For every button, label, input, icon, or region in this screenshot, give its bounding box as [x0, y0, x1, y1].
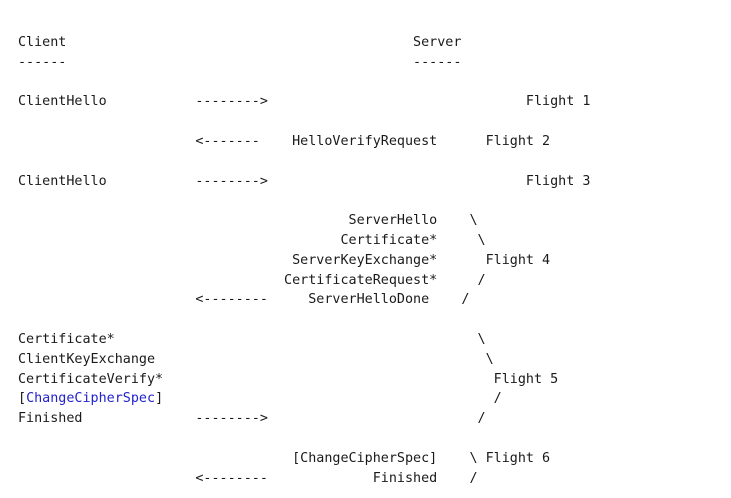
- diagram-text: CertificateVerify* Flight 5: [18, 371, 559, 387]
- diagram-text: ServerHello \: [18, 213, 478, 229]
- diagram-line: ServerKeyExchange* Flight 4: [18, 251, 590, 271]
- diagram-text: Finished --------> /: [18, 411, 486, 427]
- diagram-text: Certificate* \: [18, 331, 486, 347]
- diagram-text: Certificate* \: [18, 232, 486, 248]
- diagram-line: <-------- ServerHelloDone /: [18, 290, 590, 310]
- dtls-handshake-diagram: Client Server ------ ------ ClientHello --…: [18, 33, 590, 488]
- diagram-line: Finished --------> /: [18, 409, 590, 429]
- diagram-line: ClientHello --------> Flight 1: [18, 92, 590, 112]
- diagram-line: [18, 191, 590, 211]
- diagram-line: [18, 73, 590, 93]
- diagram-line: ServerHello \: [18, 211, 590, 231]
- diagram-line: ------ ------: [18, 53, 590, 73]
- diagram-line: [18, 310, 590, 330]
- diagram-text: Client Server: [18, 35, 462, 50]
- diagram-text: <-------- ServerHelloDone /: [18, 292, 470, 308]
- diagram-line: CertificateRequest* /: [18, 271, 590, 291]
- diagram-line: ClientHello --------> Flight 3: [18, 172, 590, 192]
- diagram-text: ------ ------: [18, 54, 462, 70]
- diagram-text: ServerKeyExchange* Flight 4: [18, 252, 551, 268]
- diagram-text: ] /: [155, 391, 502, 407]
- diagram-text: [ChangeCipherSpec] \ Flight 6: [18, 450, 551, 466]
- diagram-line: [ChangeCipherSpec] \ Flight 6: [18, 449, 590, 469]
- diagram-text: ClientKeyExchange \: [18, 351, 494, 367]
- diagram-line: Certificate* \: [18, 231, 590, 251]
- diagram-line: ClientKeyExchange \: [18, 350, 590, 370]
- diagram-line: [ChangeCipherSpec] /: [18, 389, 590, 409]
- diagram-line: Client Server: [18, 33, 590, 53]
- diagram-text: ClientHello --------> Flight 3: [18, 173, 591, 189]
- diagram-line: [18, 112, 590, 132]
- diagram-line: <-------- Finished /: [18, 469, 590, 489]
- diagram-text: [: [18, 391, 27, 407]
- change-cipher-spec-link[interactable]: ChangeCipherSpec: [26, 391, 156, 407]
- diagram-text: CertificateRequest* /: [18, 272, 486, 288]
- diagram-line: <------- HelloVerifyRequest Flight 2: [18, 132, 590, 152]
- diagram-text: ClientHello --------> Flight 1: [18, 94, 591, 110]
- diagram-text: <-------- Finished /: [18, 470, 478, 486]
- diagram-line: [18, 429, 590, 449]
- diagram-line: Certificate* \: [18, 330, 590, 350]
- diagram-line: CertificateVerify* Flight 5: [18, 370, 590, 390]
- diagram-text: <------- HelloVerifyRequest Flight 2: [18, 133, 551, 149]
- diagram-line: [18, 152, 590, 172]
